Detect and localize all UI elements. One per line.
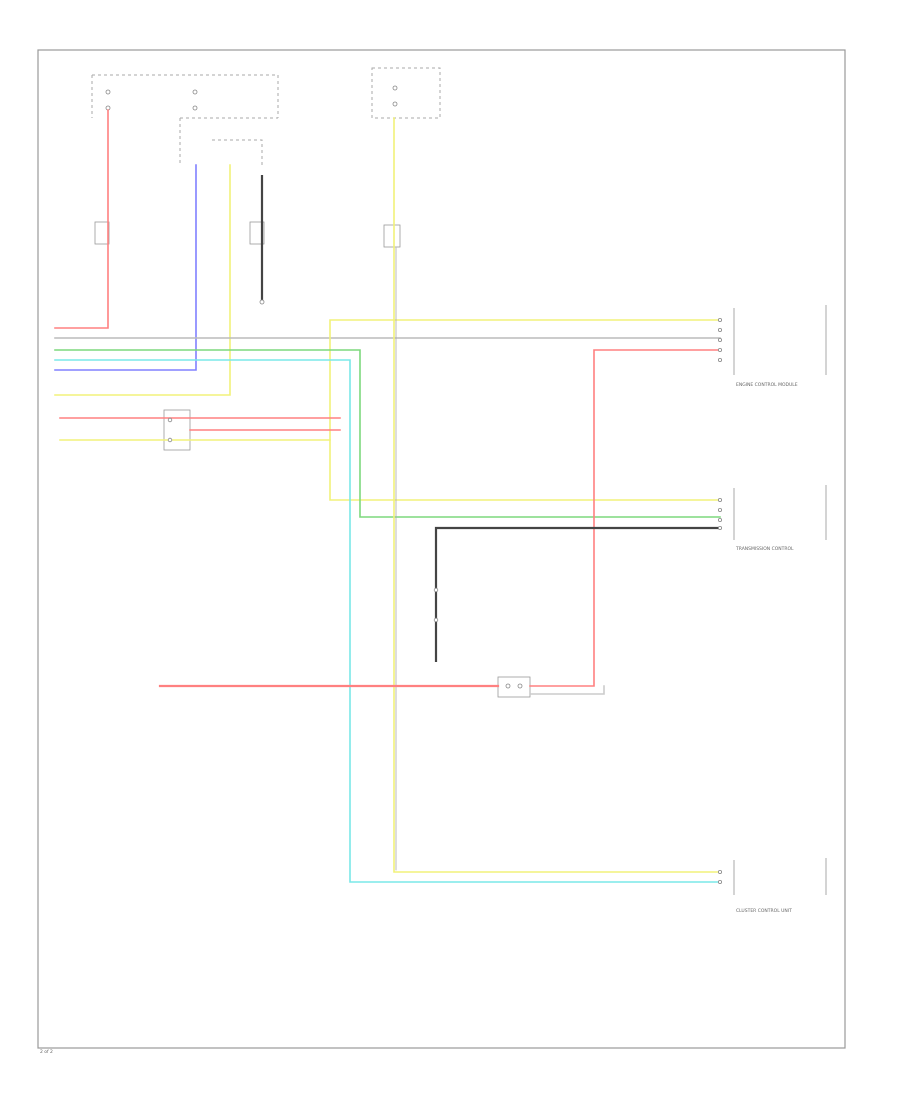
connector-pin	[167, 437, 173, 443]
junction-connector-center	[383, 224, 401, 248]
fuse-pin	[392, 101, 398, 107]
cluster-connector	[718, 858, 827, 895]
connector-pin	[167, 417, 173, 423]
fuse-box-left	[91, 74, 279, 165]
connector-pin	[433, 617, 439, 623]
fuse-box-center	[371, 67, 441, 119]
wire-yellow-short	[54, 164, 231, 396]
wire-yellow-ecm	[329, 319, 721, 501]
wire-green	[54, 349, 721, 518]
ecm-label: ENGINE CONTROL MODULE	[736, 382, 798, 388]
tcm-connector	[718, 485, 827, 540]
fuse-pin	[192, 105, 198, 111]
connector-pin	[505, 683, 511, 689]
wire-gray-bottom	[529, 685, 605, 695]
junction-connector-lower-left	[163, 409, 191, 451]
wire-cyan	[54, 359, 721, 883]
junction-connector-mid	[249, 221, 265, 245]
fuse-pin	[192, 89, 198, 95]
wire-red-right	[529, 349, 721, 687]
fuse-pin	[105, 89, 111, 95]
ground-wire	[434, 526, 720, 662]
page-number: 2 of 2	[40, 1049, 53, 1055]
cluster-label: CLUSTER CONTROL UNIT	[736, 908, 792, 914]
connector-pin	[433, 587, 439, 593]
connector-pin	[517, 683, 523, 689]
ecm-connector	[718, 305, 827, 375]
wire-red-left	[54, 109, 109, 329]
junction-connector-bottom	[497, 676, 531, 698]
wire-yellow-center	[393, 117, 721, 873]
tcm-label: TRANSMISSION CONTROL	[735, 546, 794, 552]
junction-connector-left	[94, 221, 110, 245]
diagram-frame	[37, 49, 846, 1049]
wire-blue	[54, 164, 197, 371]
ground-point	[259, 299, 265, 305]
fuse-pin	[392, 85, 398, 91]
